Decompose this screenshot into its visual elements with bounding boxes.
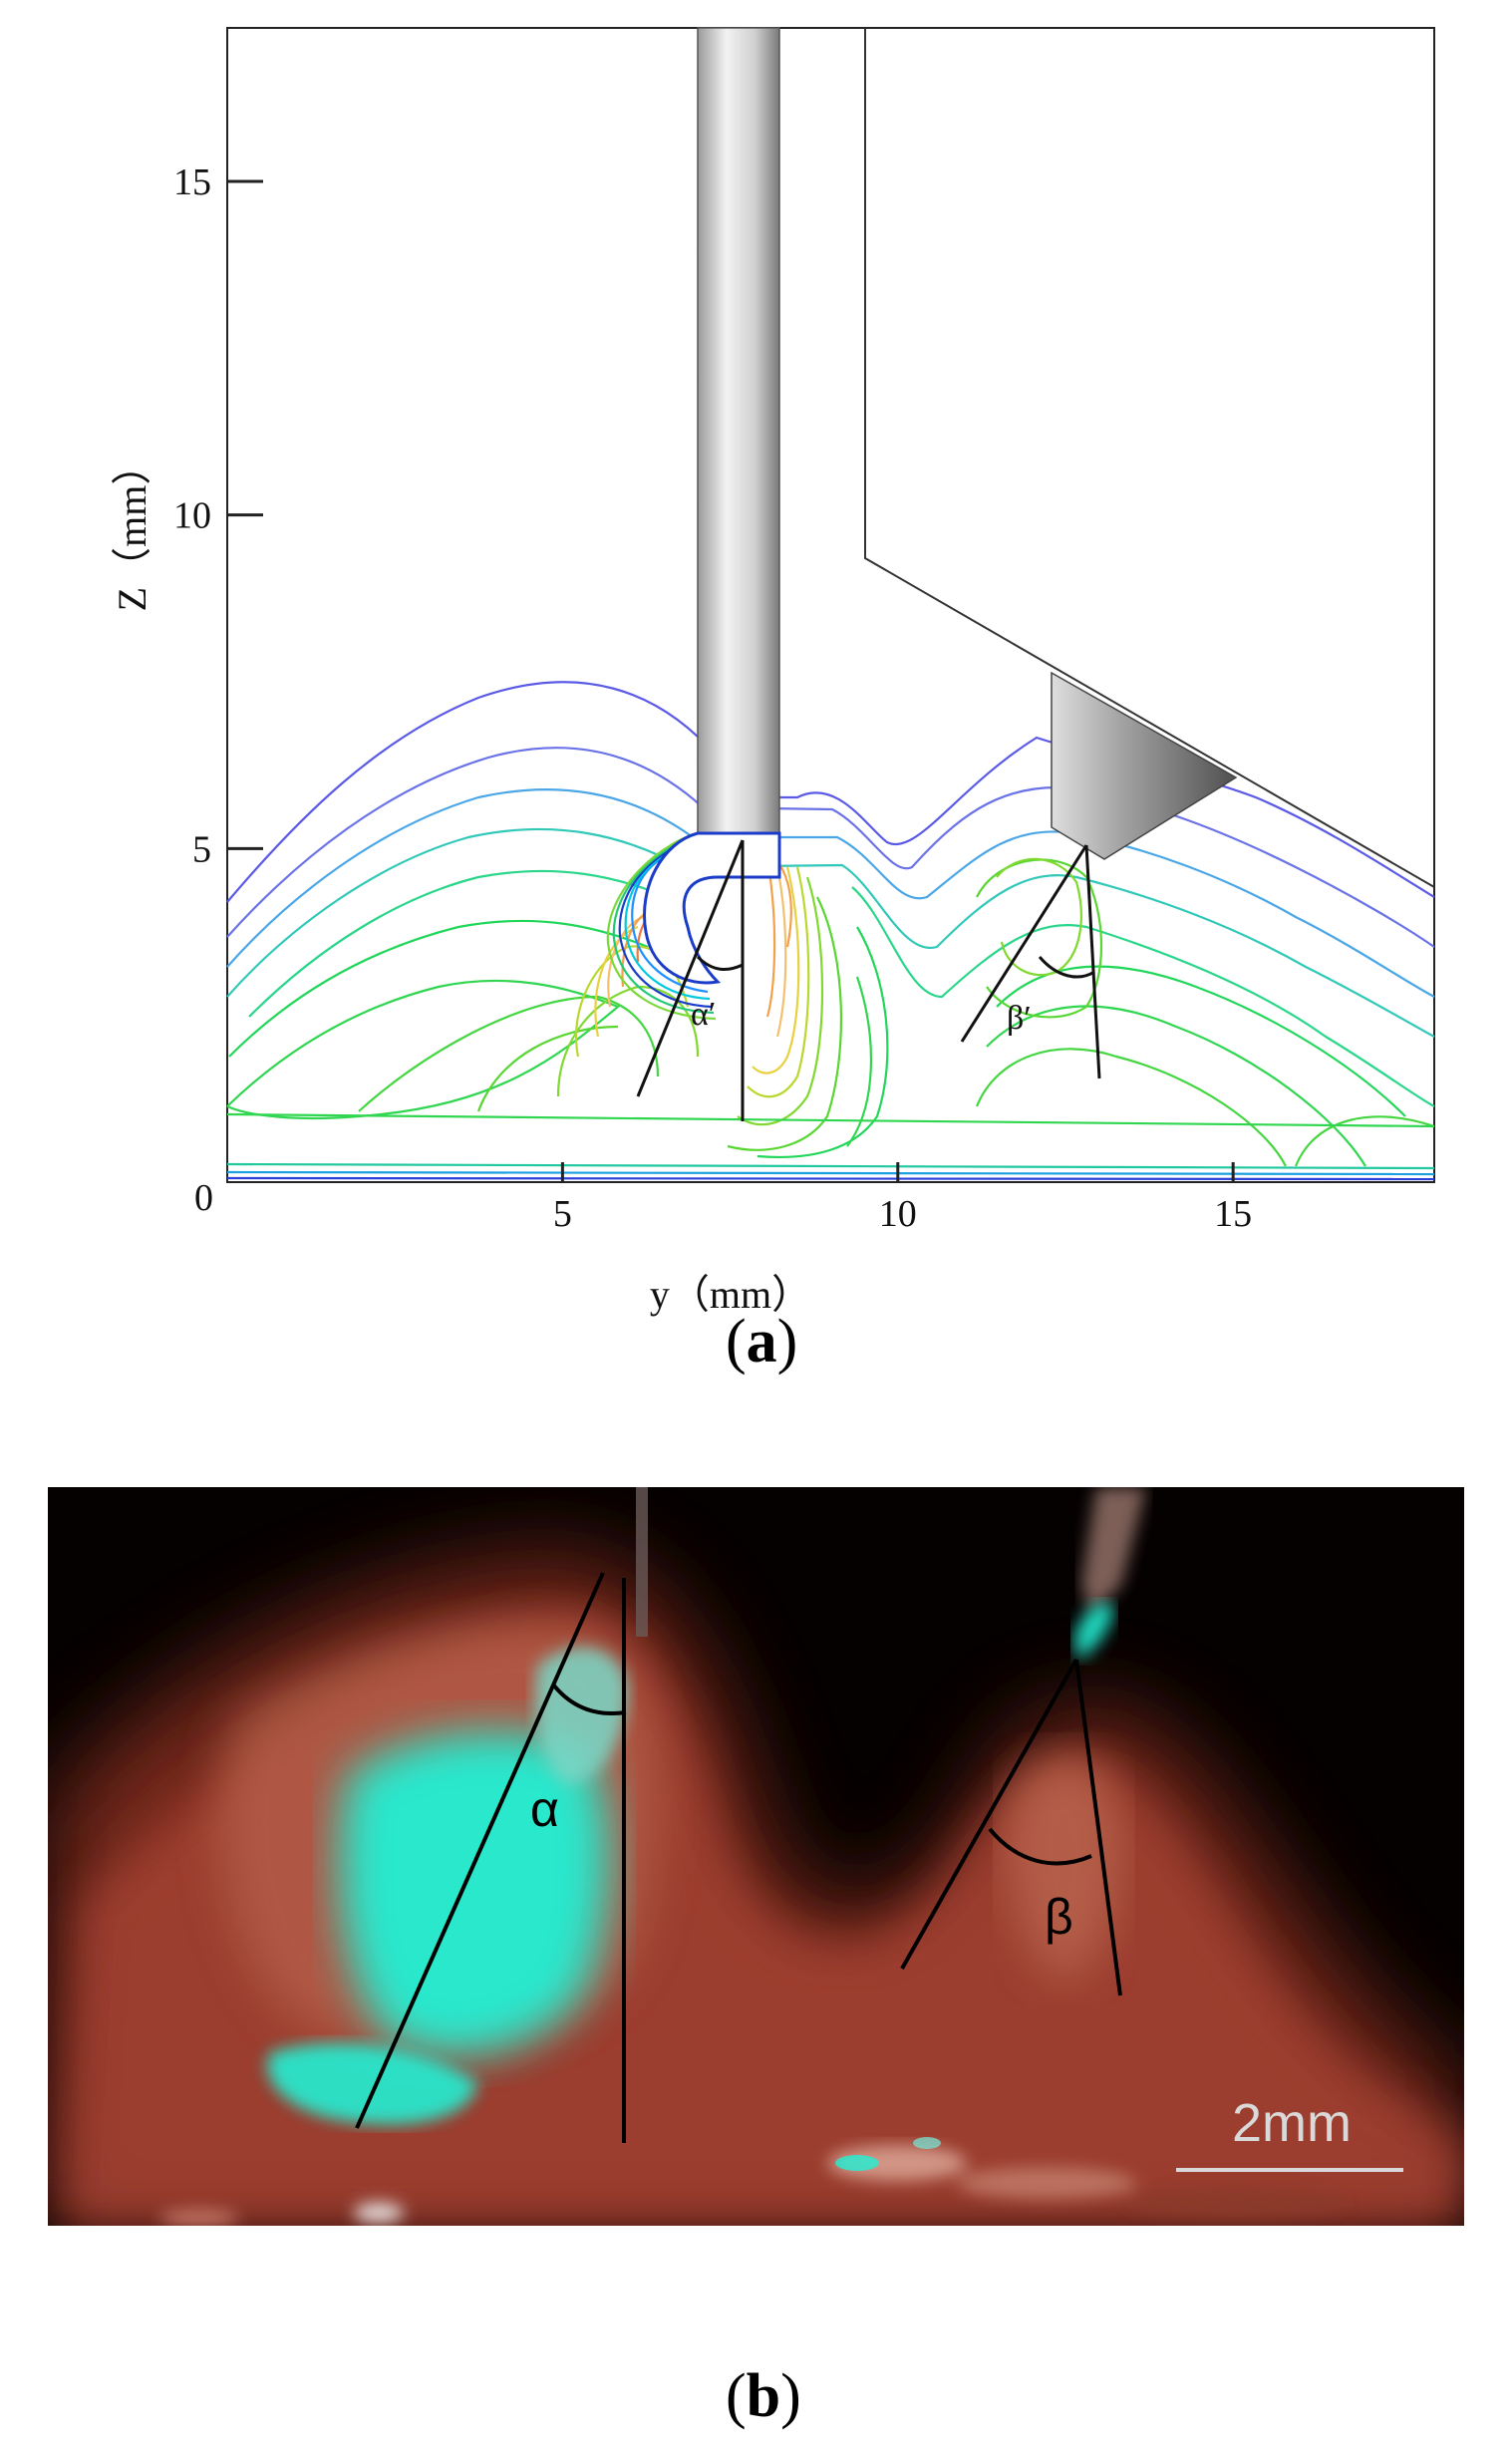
beta-inclined-line [960,844,1088,1043]
arc-photograph: α β 2mm [48,1487,1464,2226]
x-axis-label: y（mm） [650,1272,811,1317]
origin-label: 0 [194,1177,213,1219]
alpha-photo-inclined [355,1572,605,2129]
beta-prime-label: β′ [1007,1000,1032,1037]
caption-b-letter: b [746,2362,781,2430]
alpha-prime-label: α′ [691,996,716,1033]
y-tick-label: 10 [173,495,211,537]
contour-line [226,788,1435,998]
electrode-ball-tip [643,831,781,985]
alpha-photo-arc [551,1683,627,1716]
contour-line [607,866,787,1038]
contour-line [226,747,1435,948]
contour-line [358,995,1435,1167]
contour-line [226,976,1366,1167]
panel-a: α′ β′ 5 10 15 5 10 15 0 y（mm） Z（mm） (a) [110,27,1435,1376]
beta-photo-inclined [900,1659,1078,1970]
contour-line [624,841,711,1001]
y-axis-label: Z（mm） [110,446,154,612]
y-tick-label: 5 [192,828,211,870]
axis-ticks: 5 10 15 5 10 15 [173,161,1252,1235]
plot-frame [226,27,1435,1183]
panel-b: α β 2mm (b) [0,1385,1512,2447]
contour-line [226,681,1435,903]
contour-line [612,833,715,1015]
beta-photo-vertical [1074,1659,1122,1996]
beta-photo-label: β [1045,1889,1073,1945]
beta-arc [1038,956,1095,979]
alpha-arc [696,955,744,971]
contour-line [606,829,717,1021]
scale-bar-label: 2mm [1232,2093,1352,2153]
simulation-contour-plot: α′ β′ 5 10 15 5 10 15 0 y（mm） Z（mm） [110,27,1435,1317]
tungsten-cone [1051,671,1238,860]
y-tick-label: 15 [173,161,211,203]
contour-line [631,845,709,994]
contour-line [618,837,713,1009]
beta-vertical-line [1084,844,1101,1079]
contour-line [594,866,800,1074]
beta-photo-arc [988,1827,1092,1866]
x-tick-label: 15 [1214,1193,1252,1235]
caption-b: (b) [726,2362,801,2430]
caption-a: (a) [726,1308,798,1376]
x-tick-label: 10 [879,1193,917,1235]
electrode-cylinder [697,27,780,834]
alpha-photo-label: α [530,1781,559,1837]
torch-body-outline [864,28,1435,888]
contour-line [248,869,1435,1107]
caption-a-letter: a [746,1308,777,1376]
x-tick-label: 5 [553,1193,572,1235]
contour-line [226,827,1435,1038]
alpha-inclined-line [636,839,745,1097]
contour-line [226,1176,1435,1181]
